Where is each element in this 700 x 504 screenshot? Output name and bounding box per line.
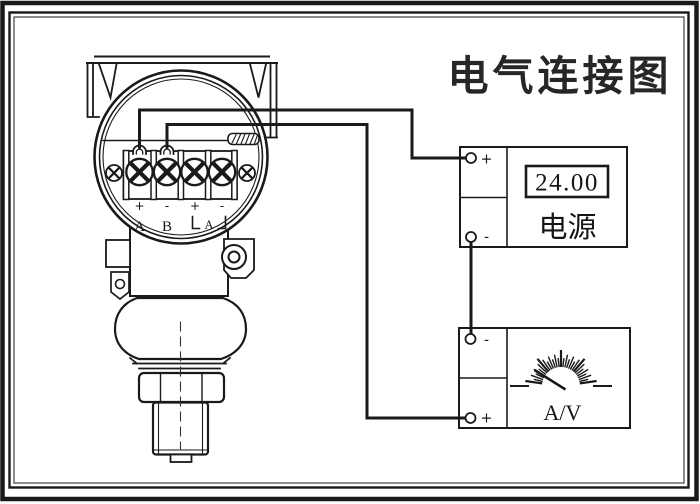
power-display: [524, 164, 610, 199]
phillips-cross-icon: [210, 160, 234, 184]
gauge-needle: [533, 368, 567, 391]
power-supply-label: 电源: [538, 210, 596, 244]
terminal-rings: [464, 152, 477, 424]
vent-bolt-inner: [227, 250, 241, 264]
phillips-cross-icon: [183, 160, 206, 184]
terminal-screws: [105, 157, 256, 187]
hex-nut-facets: [159, 372, 203, 403]
page-title: 电气连接图: [448, 52, 673, 100]
terminal-screw-2: [152, 157, 182, 187]
meter-box-dividers: [459, 328, 508, 428]
wiring: [138, 108, 473, 420]
power-minus-terminal: [465, 231, 477, 243]
wire-lug-inner: [135, 148, 144, 155]
power-minus-sign: -: [484, 230, 489, 246]
cap-right-wedge: [248, 62, 268, 98]
terminal-compartment: + A - B + - A: [102, 132, 260, 235]
terminal-screw-4: [207, 157, 237, 187]
pressure-port-nub: [169, 453, 193, 463]
head-middle-ring: [98, 74, 264, 240]
side-screw-left: [105, 164, 123, 182]
meter-bracket-marks: [191, 215, 227, 230]
meter-plus-terminal: [464, 412, 477, 424]
meter-bracket-label: A: [204, 218, 213, 232]
wire-terminal-b-to-meter-plus: [165, 123, 467, 420]
phillips-cross-icon: [240, 166, 254, 180]
cable-gland-hatch: [231, 133, 259, 145]
pressure-transmitter-drawing: + A - B + - A: [86, 55, 278, 463]
meter-box: A/V - +: [458, 327, 631, 429]
inner-frame-thick-line: [8, 11, 690, 489]
vent-bolt-outer: [221, 244, 247, 270]
meter-plus-sign: +: [481, 411, 493, 427]
meter-label: A/V: [544, 400, 582, 425]
left-lug-hole: [114, 278, 126, 290]
wire-terminal-a-to-power-plus: [138, 108, 467, 160]
terminal-2-polarity: -: [165, 199, 169, 213]
transmitter-lower-body: [105, 223, 255, 463]
flange-lines: [128, 356, 232, 370]
terminal-screw-3: [180, 157, 209, 187]
cap-top-plate: [86, 55, 278, 64]
wire-lug-inner: [163, 148, 171, 155]
left-mounting-tab: [105, 239, 131, 268]
gauge-scale-ticks: [525, 350, 597, 385]
power-plus-terminal: [465, 152, 477, 164]
power-supply-box: 24.00 电源 + -: [459, 146, 628, 248]
power-plus-sign: +: [481, 152, 493, 168]
meter-minus-terminal: [464, 333, 477, 345]
terminal-screw-1: [125, 157, 154, 187]
side-screw-right: [238, 164, 256, 182]
terminal-3-polarity: +: [190, 199, 200, 213]
terminal-labels: + A - B + - A: [134, 199, 224, 235]
terminal-1-label: A: [134, 219, 145, 235]
phillips-cross-icon: [128, 160, 151, 184]
cap-left-bar: [86, 62, 100, 118]
power-box-dividers: [460, 147, 508, 247]
meter-minus-sign: -: [484, 333, 489, 349]
phillips-cross-icon: [107, 166, 121, 180]
power-display-value: 24.00: [535, 170, 599, 197]
terminal-1-polarity: +: [134, 199, 144, 213]
phillips-cross-icon: [155, 160, 179, 184]
cap-left-wedge: [97, 62, 118, 102]
hex-nut: [137, 371, 226, 404]
head-inner-ring: [102, 78, 260, 236]
inner-frame-thin-line: [13, 16, 685, 484]
terminal-2-label: B: [162, 219, 172, 235]
terminal-4-polarity: -: [220, 199, 224, 213]
